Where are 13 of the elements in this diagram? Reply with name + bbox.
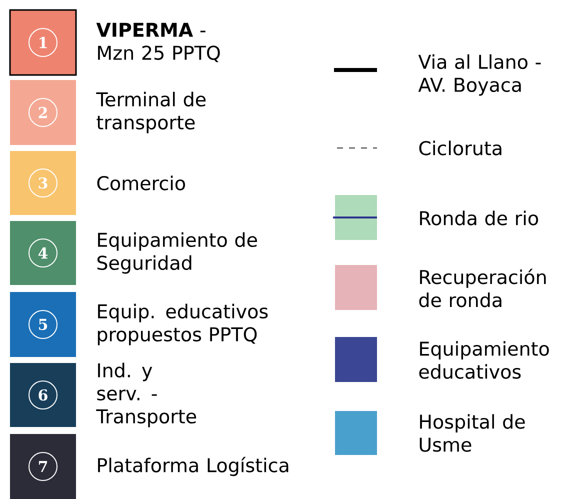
- legend-text: VIPERMA -Mzn 25 PPTQ: [96, 22, 220, 62]
- legend-text: Equip. educativos propuestos PPTQ: [98, 304, 268, 346]
- legend-text: Hospital de Usme: [420, 414, 525, 452]
- legend-text: Via al Llano - AV. Boyaca: [418, 54, 541, 96]
- legend-text: Terminal de transporte: [96, 92, 206, 134]
- legend-text: Equipamiento de Seguridad: [97, 232, 257, 274]
- legend-text: Recuperación de ronda: [419, 268, 546, 308]
- legend-text: Comercio: [97, 176, 185, 190]
- legend-text: Ind. y serv. - Transporte: [96, 362, 196, 428]
- legend-text: Plataforma Logística: [98, 456, 288, 476]
- legend-text: Cicloruta: [419, 140, 502, 156]
- legend-text: Equipamiento educativos: [419, 341, 549, 379]
- legend-text: Ronda de rio: [420, 210, 538, 226]
